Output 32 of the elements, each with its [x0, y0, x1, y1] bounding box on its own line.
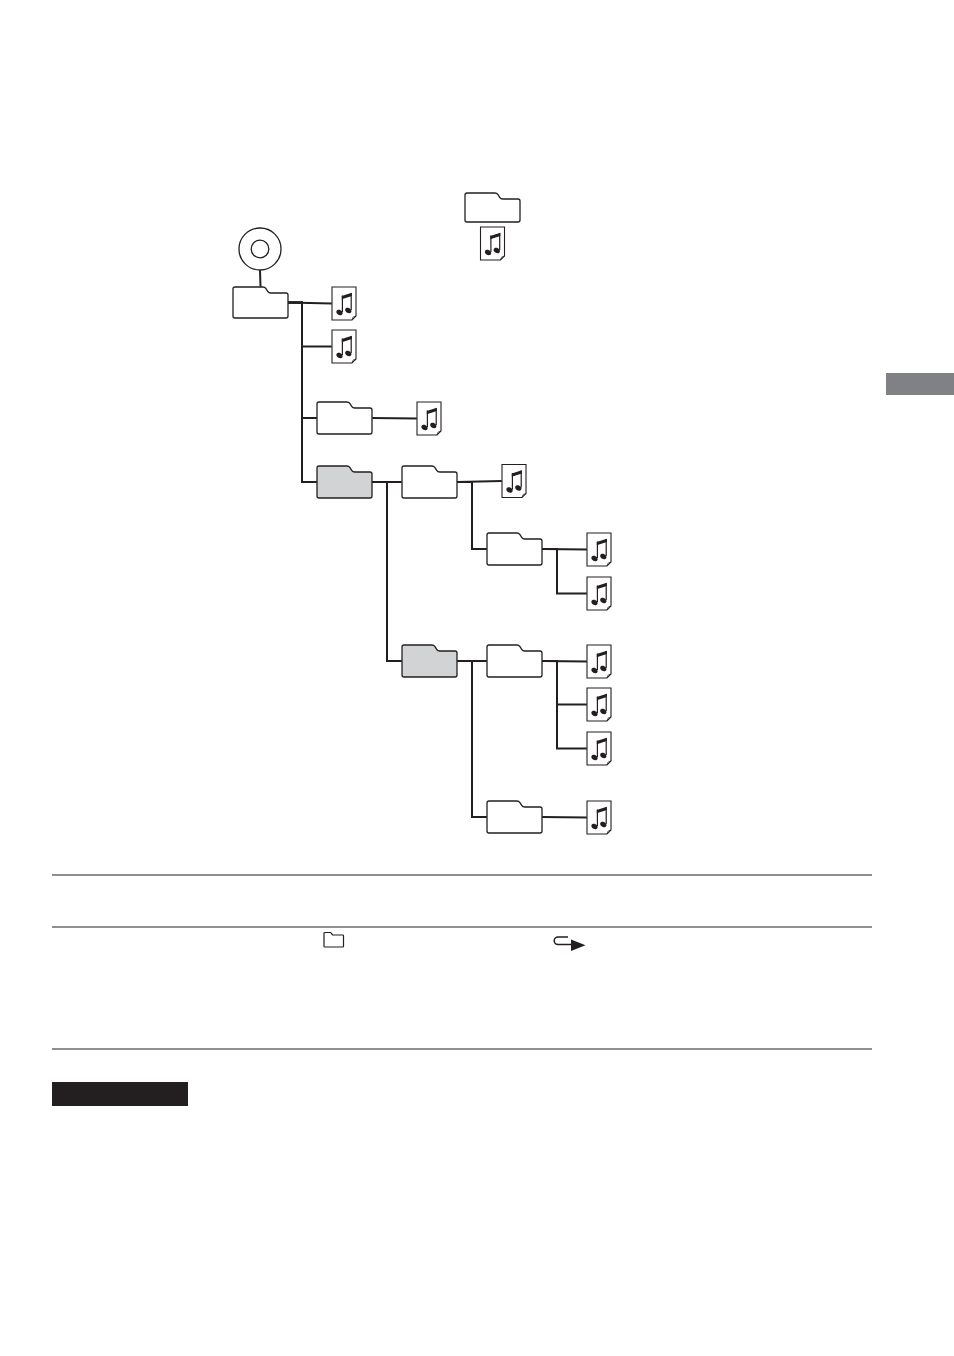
connector-line — [259, 269, 262, 288]
folder-icon — [401, 465, 458, 499]
page-tab — [886, 373, 954, 395]
connector-line — [371, 417, 418, 420]
folder-icon — [316, 465, 373, 499]
folder-icon — [316, 401, 373, 435]
music-file-icon — [501, 463, 527, 499]
folder-icon — [232, 286, 289, 319]
music-file-icon — [586, 576, 612, 611]
folder-icon — [486, 800, 543, 834]
music-file-icon — [331, 329, 357, 364]
music-file-icon — [331, 286, 357, 321]
music-file-icon — [586, 687, 612, 722]
music-file-icon — [586, 644, 612, 679]
connector-line — [541, 660, 588, 750]
connector-line — [456, 660, 488, 818]
folder-icon — [486, 532, 543, 566]
folder-icon — [401, 644, 458, 678]
folder-icon — [464, 192, 521, 223]
connector-line — [541, 816, 588, 819]
connector-line — [456, 481, 488, 550]
music-file-icon — [479, 226, 506, 261]
connector-line — [371, 481, 403, 662]
heading-bar — [52, 1082, 188, 1106]
folder-icon — [486, 644, 543, 678]
music-file-icon — [416, 401, 442, 436]
music-file-icon — [586, 800, 612, 835]
disc-icon — [238, 227, 282, 271]
connector-line — [287, 301, 318, 483]
connector-line — [541, 548, 588, 595]
music-file-icon — [586, 532, 612, 567]
music-file-icon — [586, 731, 612, 766]
